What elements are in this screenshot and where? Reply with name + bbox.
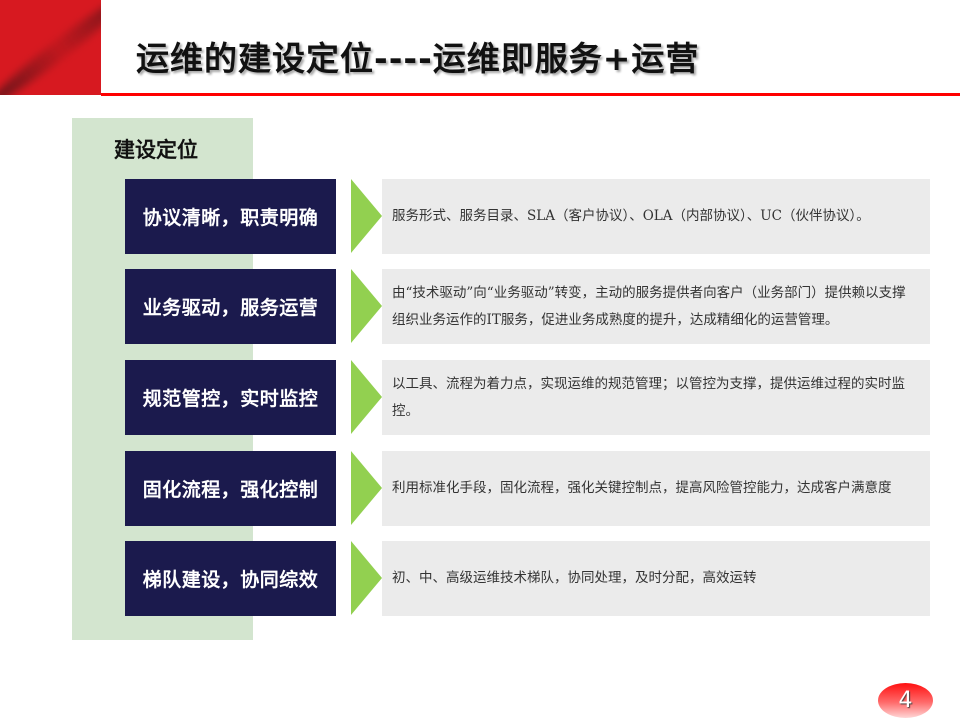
row-label-box: 规范管控，实时监控: [125, 360, 336, 435]
arrow-right-icon: [351, 541, 382, 615]
row-description: 以工具、流程为着力点，实现运维的规范管理；以管控为支撑，提供运维过程的实时监控。: [392, 375, 905, 419]
panel-heading: 建设定位: [114, 138, 198, 162]
arrow-right-icon: [351, 360, 382, 434]
arrow-right-icon: [351, 269, 382, 343]
row-description-box: 以工具、流程为着力点，实现运维的规范管理；以管控为支撑，提供运维过程的实时监控。: [382, 360, 930, 435]
corner-logo-block: [0, 0, 101, 95]
row-description-box: 初、中、高级运维技术梯队，协同处理，及时分配，高效运转: [382, 541, 930, 616]
row-description-box: 利用标准化手段，固化流程，强化关键控制点，提高风险管控能力，达成客户满意度: [382, 451, 930, 526]
row-description-box: 服务形式、服务目录、SLA（客户协议）、OLA（内部协议）、UC（伙伴协议）。: [382, 179, 930, 254]
slide-title: 运维的建设定位----运维即服务+运营: [136, 39, 700, 78]
row-label-box: 协议清晰，职责明确: [125, 179, 336, 254]
row-label-box: 固化流程，强化控制: [125, 451, 336, 526]
row-label-box: 业务驱动，服务运营: [125, 269, 336, 344]
row-description: 由“技术驱动”向“业务驱动”转变，主动的服务提供者向客户（业务部门）提供赖以支撑…: [392, 284, 906, 328]
row-description: 初、中、高级运维技术梯队，协同处理，及时分配，高效运转: [392, 570, 757, 586]
row-description: 利用标准化手段，固化流程，强化关键控制点，提高风险管控能力，达成客户满意度: [392, 480, 892, 496]
row-description-box: 由“技术驱动”向“业务驱动”转变，主动的服务提供者向客户（业务部门）提供赖以支撑…: [382, 269, 930, 344]
page-number-badge: 4: [878, 683, 933, 718]
swoosh-decoration: [0, 0, 101, 95]
arrow-right-icon: [351, 179, 382, 253]
row-label-box: 梯队建设，协同综效: [125, 541, 336, 616]
title-underline: [101, 93, 960, 96]
arrow-right-icon: [351, 451, 382, 525]
row-description: 服务形式、服务目录、SLA（客户协议）、OLA（内部协议）、UC（伙伴协议）。: [392, 208, 870, 224]
